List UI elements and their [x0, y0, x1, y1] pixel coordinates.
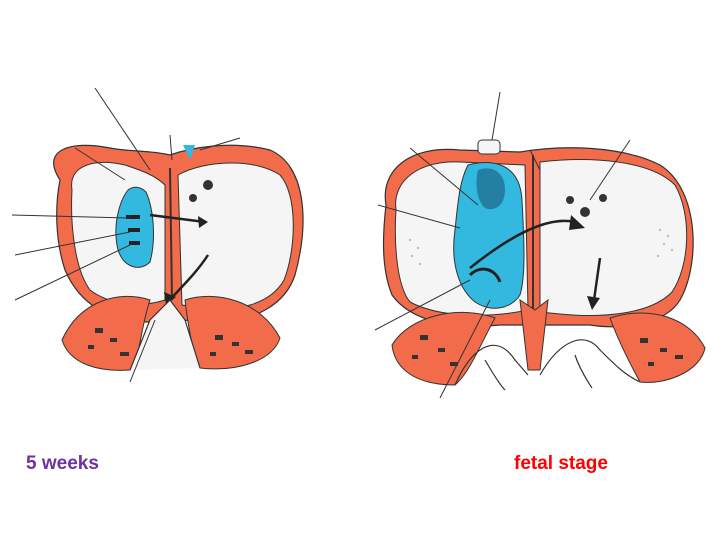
heart-diagram-fetal-stage — [374, 91, 706, 399]
flow-arrowhead — [587, 296, 600, 310]
septum-secundum-crest — [183, 145, 195, 160]
vessel-opening — [580, 207, 590, 217]
vessel-opening — [599, 194, 607, 202]
trabeculae-left — [88, 328, 129, 356]
caption-5-weeks: 5 weeks — [26, 453, 99, 474]
flow-arrow — [149, 213, 206, 224]
interatrial-septum — [169, 167, 173, 301]
leader-lines — [11, 87, 241, 383]
trabeculae-right — [210, 335, 253, 356]
vessel-opening — [566, 196, 574, 204]
ostium-mark — [129, 241, 140, 245]
central-septum-tissue — [519, 298, 549, 371]
flow-arrow — [469, 219, 576, 269]
foramen-ovale-opening — [476, 168, 505, 210]
valve-leaflets — [454, 339, 641, 391]
caption-fetal-stage: fetal stage — [514, 453, 608, 474]
flow-arrowhead — [198, 216, 208, 228]
trabeculae-right — [640, 338, 683, 366]
ostium-mark — [128, 228, 140, 232]
heart-diagram-5-weeks — [11, 87, 304, 383]
ostium-primum — [126, 215, 140, 219]
sinus-valve-crest — [477, 139, 501, 155]
flow-arrowhead — [164, 292, 176, 305]
vessel-opening — [189, 194, 197, 202]
septum-secundum-edge — [468, 267, 502, 283]
trabeculae-left — [412, 335, 458, 366]
left-atrium-chamber — [177, 162, 294, 310]
ventricle-wall-left — [61, 295, 151, 371]
dotted-texture — [408, 228, 674, 266]
flow-arrow — [592, 257, 602, 301]
leader-lines — [374, 91, 631, 399]
valve-tissue — [129, 299, 201, 371]
flow-arrowhead — [569, 215, 585, 230]
vessel-opening — [203, 180, 213, 190]
ventricle-wall-right — [609, 312, 706, 383]
left-atrium-chamber — [539, 159, 688, 316]
